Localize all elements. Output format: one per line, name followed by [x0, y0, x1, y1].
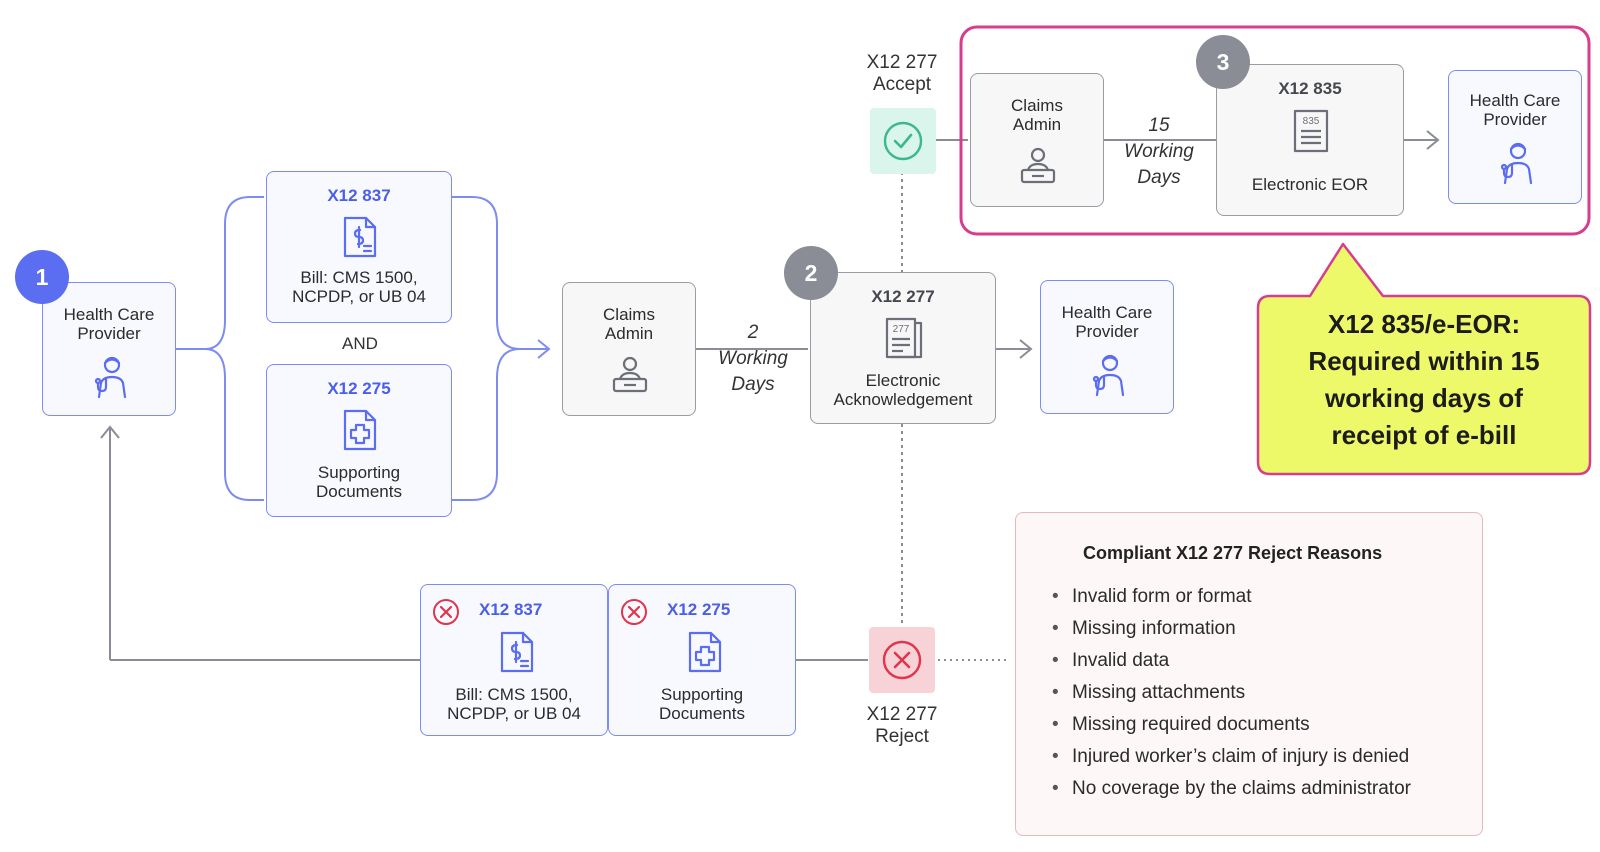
rejected-bill-label: Bill: CMS 1500, NCPDP, or UB 04: [447, 685, 581, 723]
claims-admin-label: Claims Admin: [603, 305, 655, 343]
top-provider-box: Health Care Provider: [1448, 70, 1582, 204]
supporting-label: Supporting Documents: [316, 463, 402, 501]
check-circle-icon: [883, 121, 923, 161]
healthcare-worker-icon: [94, 356, 127, 399]
accept-label-line2: Accept: [872, 74, 932, 95]
ack-doc-code: 277: [893, 324, 910, 335]
step-1-badge: 1: [15, 250, 69, 304]
callout-line1: X12 835/e-EOR:: [1327, 309, 1521, 339]
eor-code: X12 835: [1278, 79, 1342, 98]
list-item: Missing attachments: [1050, 677, 1411, 709]
step-2-badge: 2: [784, 246, 838, 300]
top-claims-admin-box: Claims Admin: [970, 73, 1104, 207]
top-timeframe: 15 Working Days: [1114, 113, 1204, 191]
supporting-box: X12 275 Supporting Documents: [266, 364, 452, 517]
accept-node: [870, 108, 936, 174]
list-item: Invalid data: [1050, 645, 1411, 677]
eor-box: X12 835 835 Electronic EOR: [1216, 64, 1404, 216]
left-provider-box: Health Care Provider: [42, 282, 176, 416]
admin-person-icon: [612, 356, 648, 393]
bill-code: X12 837: [327, 186, 391, 205]
mid-timeframe-line2: Days: [731, 374, 775, 395]
rejected-supporting-box: X12 275 Supporting Documents: [608, 584, 796, 736]
top-provider-label: Health Care Provider: [1469, 91, 1561, 129]
rejected-supporting-code: X12 275: [667, 600, 731, 619]
list-item: Missing information: [1050, 613, 1411, 645]
invoice-dollar-icon: [500, 631, 534, 673]
document-277-icon: 277: [885, 317, 923, 359]
claims-admin-box: Claims Admin: [562, 282, 696, 416]
reject-label: X12 277 Reject: [852, 704, 952, 748]
healthcare-worker-icon: [1092, 354, 1125, 397]
callout-line2: Required within 15: [1308, 346, 1540, 376]
list-item: Invalid form or format: [1050, 581, 1411, 613]
document-835-icon: 835: [1293, 109, 1329, 153]
x-circle-icon: [433, 599, 459, 625]
accept-label: X12 277 Accept: [852, 52, 952, 96]
supporting-code: X12 275: [327, 379, 391, 398]
reject-label-line1: X12 277: [866, 704, 938, 725]
eor-doc-code: 835: [1303, 116, 1320, 127]
right-provider-box: Health Care Provider: [1040, 280, 1174, 414]
healthcare-worker-icon: [1500, 142, 1533, 185]
list-item: No coverage by the claims administrator: [1050, 773, 1411, 805]
left-provider-label: Health Care Provider: [63, 305, 155, 343]
bill-label: Bill: CMS 1500, NCPDP, or UB 04: [292, 268, 426, 306]
reasons-title: Compliant X12 277 Reject Reasons: [1083, 543, 1383, 563]
right-provider-label: Health Care Provider: [1061, 303, 1153, 341]
mid-timeframe-line1: Working: [718, 348, 788, 369]
list-item: Injured worker’s claim of injury is deni…: [1050, 741, 1411, 773]
top-timeframe-line1: Working: [1124, 141, 1194, 162]
admin-person-icon: [1020, 147, 1056, 184]
rejected-supporting-label: Supporting Documents: [659, 685, 745, 723]
top-timeframe-line2: Days: [1137, 167, 1181, 188]
callout-bubble: [1256, 242, 1592, 476]
step-3-badge: 3: [1196, 35, 1250, 89]
rejected-bill-code: X12 837: [479, 600, 543, 619]
reject-label-line2: Reject: [875, 726, 929, 747]
x-circle-icon: [882, 640, 922, 680]
invoice-dollar-icon: [343, 216, 377, 258]
reject-node: [869, 627, 935, 693]
and-label: AND: [342, 334, 378, 353]
eor-label: Electronic EOR: [1251, 175, 1369, 194]
reject-reasons-panel: Compliant X12 277 Reject Reasons Invalid…: [1015, 512, 1483, 836]
mid-timeframe-number: 2: [747, 322, 759, 343]
x-circle-icon: [621, 599, 647, 625]
mid-timeframe: 2 Working Days: [708, 320, 798, 398]
callout-text: X12 835/e-EOR: Required within 15 workin…: [1258, 306, 1590, 454]
callout-line4: receipt of e-bill: [1331, 420, 1517, 450]
medical-document-icon: [688, 631, 722, 673]
callout-line3: working days of: [1325, 383, 1523, 413]
medical-document-icon: [343, 409, 377, 451]
rejected-bill-box: X12 837 Bill: CMS 1500, NCPDP, or UB 04: [420, 584, 608, 736]
list-item: Missing required documents: [1050, 709, 1411, 741]
top-claims-admin-label: Claims Admin: [1011, 96, 1063, 134]
highlight-frame: [959, 25, 1591, 236]
acknowledgement-box: X12 277 277 Electronic Acknowledgement: [810, 272, 996, 424]
ack-label: Electronic Acknowledgement: [833, 371, 973, 409]
accept-label-line1: X12 277: [866, 52, 938, 73]
reasons-list: Invalid form or format Missing informati…: [1050, 581, 1411, 805]
top-timeframe-number: 15: [1148, 115, 1170, 136]
bill-box: X12 837 Bill: CMS 1500, NCPDP, or UB 04: [266, 171, 452, 323]
ack-code: X12 277: [871, 287, 935, 306]
